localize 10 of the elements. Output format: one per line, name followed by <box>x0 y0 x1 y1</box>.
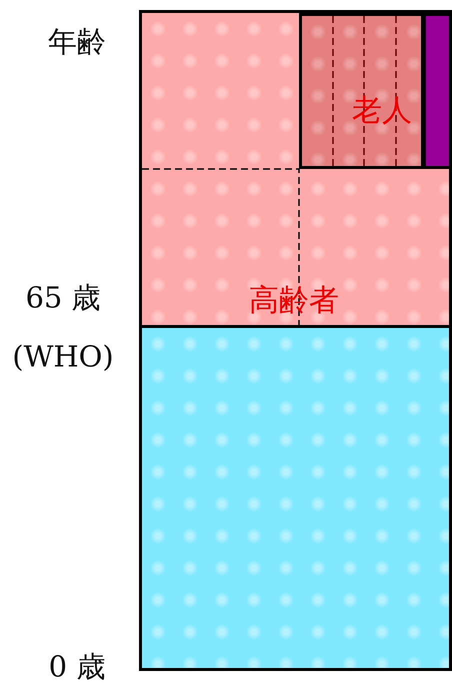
age-band <box>139 10 452 328</box>
band-label: 高齢者 <box>249 286 339 316</box>
bar <box>423 13 452 169</box>
axis-label: 年齢 <box>48 28 106 56</box>
axis-label: 65 歳 <box>25 284 101 312</box>
axis-label: 0 歳 <box>48 652 106 682</box>
axis-label: (WHO) <box>12 342 114 372</box>
band-label: 老人 <box>352 96 412 126</box>
age-band <box>299 13 424 169</box>
age-band <box>139 325 452 671</box>
